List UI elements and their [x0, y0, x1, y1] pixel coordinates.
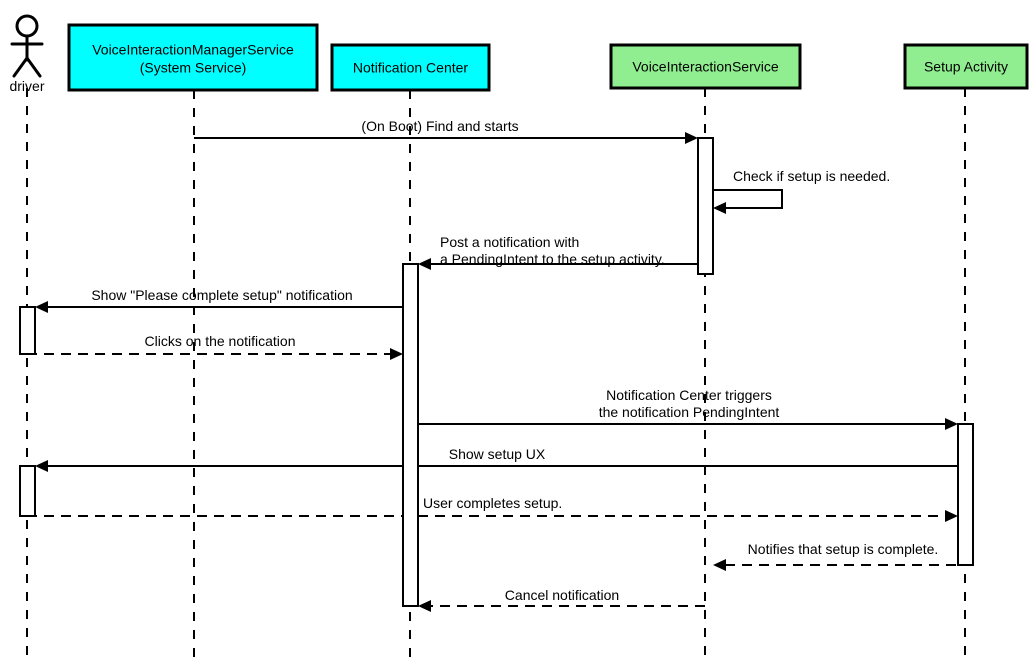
participants-group: driver VoiceInteractionManagerService (Sys… — [9, 14, 1029, 94]
arrowhead — [35, 460, 48, 472]
arrowhead — [390, 348, 403, 360]
message-label-msg-7: Show setup UX — [449, 446, 546, 462]
participant-label-vims: VoiceInteractionManagerService — [92, 42, 294, 58]
arrowhead — [945, 418, 958, 430]
arrowhead — [685, 132, 698, 144]
message-msg-4[interactable] — [35, 301, 403, 313]
activation-bar-driver — [19, 465, 36, 517]
arrowhead — [418, 258, 431, 270]
activation-bar-driver — [19, 306, 36, 355]
message-label-msg-8: User completes setup. — [423, 495, 562, 511]
message-label-msg-4: Show "Please complete setup" notificatio… — [91, 287, 352, 303]
message-label-msg-6: the notification PendingIntent — [599, 404, 780, 420]
participant-box-notification_center[interactable]: Notification Center — [330, 43, 491, 92]
message-msg-1[interactable] — [194, 132, 698, 144]
arrowhead — [35, 301, 48, 313]
participant-box-vims[interactable]: VoiceInteractionManagerService (System Se… — [67, 23, 319, 92]
participant-rect-vis — [609, 43, 802, 90]
arrowhead — [945, 510, 958, 522]
messages-group — [27, 132, 973, 612]
message-msg-5[interactable] — [27, 348, 403, 360]
message-label-msg-1: (On Boot) Find and starts — [361, 118, 518, 134]
message-label-msg-9: Notifies that setup is complete. — [748, 541, 939, 557]
message-msg-10[interactable] — [418, 600, 705, 612]
participant-box-vis[interactable]: VoiceInteractionService — [609, 43, 802, 90]
actor-driver[interactable]: driver — [9, 14, 45, 94]
activation-bar-notification_center — [402, 263, 419, 607]
participant-sublabel-vims: (System Service) — [140, 60, 247, 76]
message-label-msg-6: Notification Center triggers — [606, 387, 772, 403]
arrowhead — [713, 559, 726, 571]
message-label-msg-10: Cancel notification — [505, 587, 619, 603]
participant-box-setup_activity[interactable]: Setup Activity — [903, 43, 1029, 90]
message-msg-6[interactable] — [418, 418, 958, 430]
message-label-msg-5: Clicks on the notification — [145, 333, 296, 349]
participant-label-vis: VoiceInteractionService — [632, 59, 779, 75]
activation-bar-vis — [697, 137, 714, 275]
message-label-msg-3: Post a notification with — [440, 234, 579, 250]
participant-label-notification_center: Notification Center — [353, 60, 469, 76]
arrowhead — [713, 202, 726, 214]
participant-rect-notification_center — [330, 43, 491, 92]
actor-label-driver: driver — [9, 78, 44, 94]
message-label-msg-3: a PendingIntent to the setup activity. — [440, 251, 665, 267]
participant-rect-vims — [67, 23, 319, 92]
participant-label-setup_activity: Setup Activity — [924, 59, 1008, 75]
participant-rect-setup_activity — [903, 43, 1029, 90]
activations-group — [19, 137, 974, 607]
message-msg-3[interactable] — [418, 258, 698, 270]
activation-bar-setup_activity — [957, 423, 974, 566]
arrowhead — [418, 600, 431, 612]
message-msg-8[interactable] — [27, 510, 958, 522]
message-msg-2[interactable] — [713, 189, 783, 214]
message-label-msg-2: Check if setup is needed. — [733, 168, 890, 184]
message-msg-7[interactable] — [35, 460, 958, 472]
message-msg-9[interactable] — [713, 559, 973, 571]
